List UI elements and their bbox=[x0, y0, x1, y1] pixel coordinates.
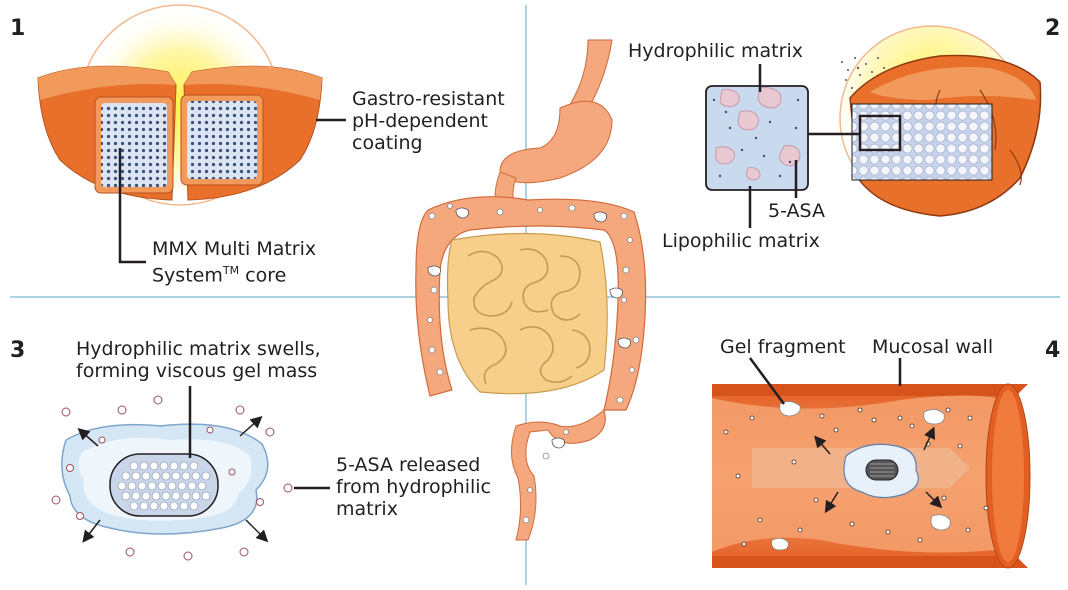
swells-label-line2: forming viscous gel mass bbox=[76, 360, 321, 382]
core-label-line1: MMX Multi Matrix bbox=[152, 238, 316, 260]
panel-1-tablet bbox=[38, 5, 346, 262]
released-label-line3: matrix bbox=[336, 498, 491, 520]
panel-4-number: 4 bbox=[1045, 338, 1060, 363]
coating-label-line1: Gastro-resistant bbox=[352, 88, 505, 110]
coating-label-line3: coating bbox=[352, 132, 505, 154]
swells-label: Hydrophilic matrix swells, forming visco… bbox=[76, 338, 321, 382]
panel-1-number: 1 bbox=[10, 16, 25, 41]
mucosal-wall-label: Mucosal wall bbox=[872, 336, 993, 358]
gel-fragment-label: Gel fragment bbox=[720, 336, 846, 358]
released-label-line1: 5-ASA released bbox=[336, 454, 491, 476]
core-label-line2: SystemTM core bbox=[152, 260, 316, 286]
lipophilic-matrix-label: Lipophilic matrix bbox=[662, 230, 820, 252]
panel-3-gel bbox=[52, 386, 330, 560]
hydrophilic-matrix-label: Hydrophilic matrix bbox=[628, 40, 803, 62]
core-label: MMX Multi Matrix SystemTM core bbox=[152, 238, 316, 286]
released-label-line2: from hydrophilic bbox=[336, 476, 491, 498]
coating-label-line2: pH-dependent bbox=[352, 110, 505, 132]
released-label: 5-ASA released from hydrophilic matrix bbox=[336, 454, 491, 520]
panel-4-colon bbox=[700, 358, 1030, 568]
coating-label: Gastro-resistant pH-dependent coating bbox=[352, 88, 505, 154]
5-asa-label: 5-ASA bbox=[768, 200, 825, 222]
panel-3-number: 3 bbox=[10, 338, 25, 363]
panel-2-number: 2 bbox=[1045, 16, 1060, 41]
swells-label-line1: Hydrophilic matrix swells, bbox=[76, 338, 321, 360]
